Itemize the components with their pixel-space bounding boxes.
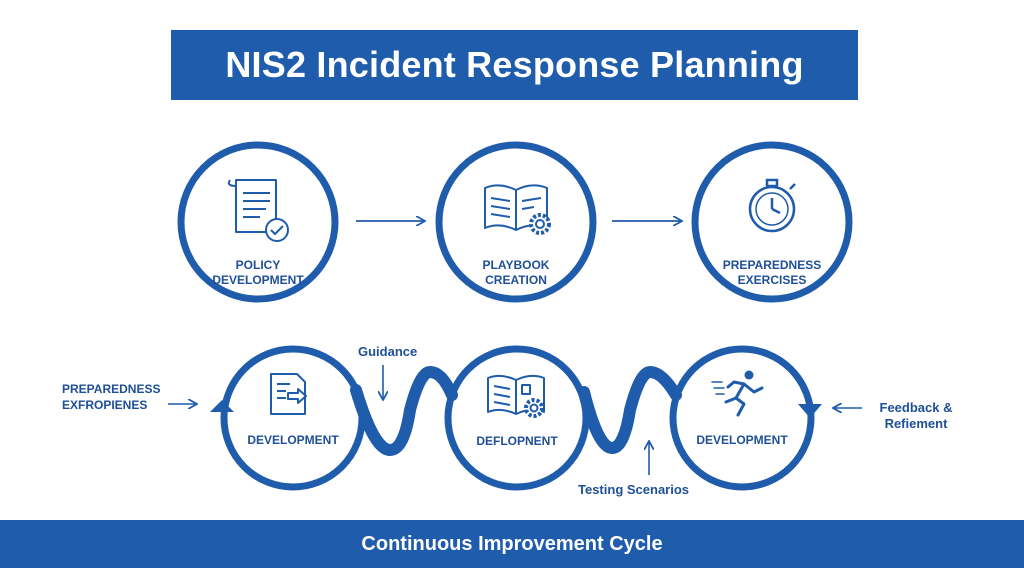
label-line: EXERCISES	[737, 273, 807, 287]
label-deflopnent: DEFLOPNENT	[476, 434, 558, 448]
policy-document-check-icon	[227, 179, 289, 242]
zigzag-connector-right	[578, 365, 682, 455]
left-annotation: PREPAREDNESS EXFROPIENES	[62, 381, 172, 413]
right-annotation-line: Refiement	[884, 416, 948, 431]
label-development-left: DEVELOPMENT	[247, 433, 339, 447]
label-development-right: DEVELOPMENT	[696, 433, 788, 447]
footer-title: Continuous Improvement Cycle	[361, 532, 663, 555]
left-annotation-line: EXFROPIENES	[62, 398, 148, 412]
testing-scenarios-label: Testing Scenarios	[578, 482, 690, 497]
title-banner: NIS2 Incident Response Planning	[171, 30, 858, 100]
circle-deflopnent	[444, 345, 590, 491]
label-line: PLAYBOOK	[482, 258, 550, 272]
guidance-label: Guidance	[358, 344, 418, 359]
label-line: POLICY	[235, 258, 281, 272]
book-gear-icon	[487, 374, 545, 418]
stopwatch-icon	[748, 178, 796, 233]
book-gear-icon	[484, 184, 551, 235]
label-policy-development: POLICY DEVELOPMENT	[208, 258, 308, 288]
cycle-arrowhead-left	[210, 400, 234, 412]
running-person-icon	[711, 370, 764, 417]
circle-policy-development	[177, 141, 339, 303]
circle-preparedness-exercises	[691, 141, 853, 303]
circle-development-right	[669, 345, 815, 491]
circle-development-left	[220, 345, 366, 491]
footer-bar: Continuous Improvement Cycle	[0, 520, 1024, 568]
label-preparedness-exercises: PREPAREDNESS EXERCISES	[717, 258, 827, 288]
label-line: DEVELOPMENT	[212, 273, 304, 287]
right-annotation-line: Feedback &	[879, 400, 953, 415]
document-arrow-icon	[270, 373, 307, 415]
cycle-arrowhead-right	[798, 404, 822, 418]
page-title: NIS2 Incident Response Planning	[225, 44, 804, 85]
label-playbook-creation: PLAYBOOK CREATION	[466, 258, 566, 288]
right-annotation: Feedback & Refiement	[866, 400, 966, 432]
label-line: PREPAREDNESS	[722, 258, 822, 272]
left-annotation-line: PREPAREDNESS	[62, 382, 161, 396]
label-line: CREATION	[485, 273, 547, 287]
zigzag-connector-left	[350, 365, 458, 457]
